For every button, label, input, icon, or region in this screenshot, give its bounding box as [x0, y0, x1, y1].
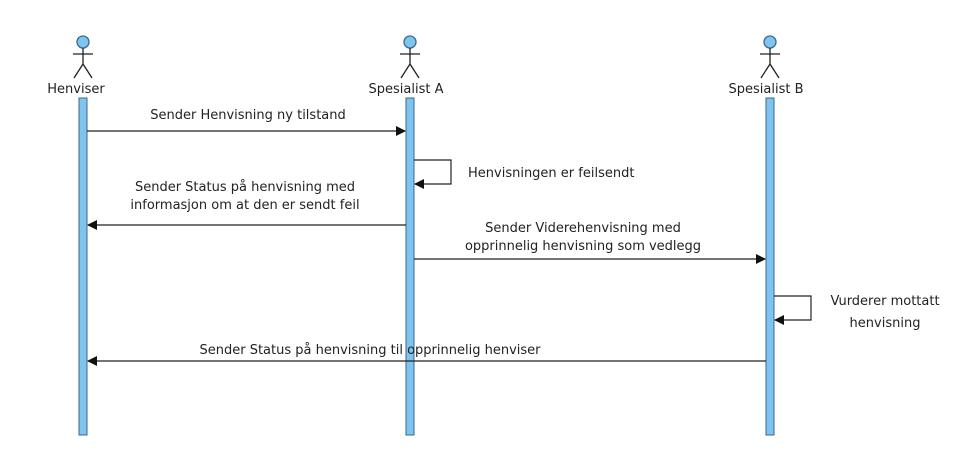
self-message-arrow: [774, 295, 812, 325]
message-label-line-1: Vurderer mottatt: [830, 294, 939, 309]
message-label: Henvisningen er feilsendt: [468, 166, 634, 181]
actor-label-spesialist-a: Spesialist A: [369, 82, 444, 97]
message-2-self: Henvisningen er feilsendt: [414, 159, 634, 189]
actor-henviser: Henviser: [47, 35, 105, 436]
actor-label-spesialist-b: Spesialist B: [729, 82, 804, 97]
stick-figure-icon: [400, 35, 420, 79]
message-5-self: Vurderer mottatt henvisning: [774, 294, 940, 331]
message-label-line-2: informasjon om at den er sendt feil: [130, 198, 359, 213]
stick-figure-icon: [73, 35, 93, 79]
message-label: Sender Status på henvisning til opprinne…: [199, 343, 541, 358]
message-label-line-2: opprinnelig henvisning som vedlegg: [465, 239, 701, 254]
message-label: Sender Henvisning ny tilstand: [150, 108, 346, 123]
message-label-line-1: Sender Status på henvisning med: [135, 180, 355, 195]
actor-spesialist-a: Spesialist A: [369, 35, 444, 436]
message-1: Sender Henvisning ny tilstand: [87, 108, 406, 136]
message-label-line-2: henvisning: [850, 316, 921, 331]
lifeline-henviser: [78, 97, 88, 436]
message-4: Sender Viderehenvisning med opprinnelig …: [414, 221, 766, 264]
stick-figure-icon: [760, 35, 780, 79]
lifeline-spesialist-a: [405, 97, 415, 436]
message-6: Sender Status på henvisning til opprinne…: [87, 343, 766, 366]
self-message-arrow: [414, 159, 452, 189]
lifeline-spesialist-b: [765, 97, 775, 436]
message-label-line-1: Sender Viderehenvisning med: [485, 221, 681, 236]
actor-label-henviser: Henviser: [47, 82, 105, 97]
message-3: Sender Status på henvisning med informas…: [87, 180, 406, 230]
actor-spesialist-b: Spesialist B: [729, 35, 804, 436]
